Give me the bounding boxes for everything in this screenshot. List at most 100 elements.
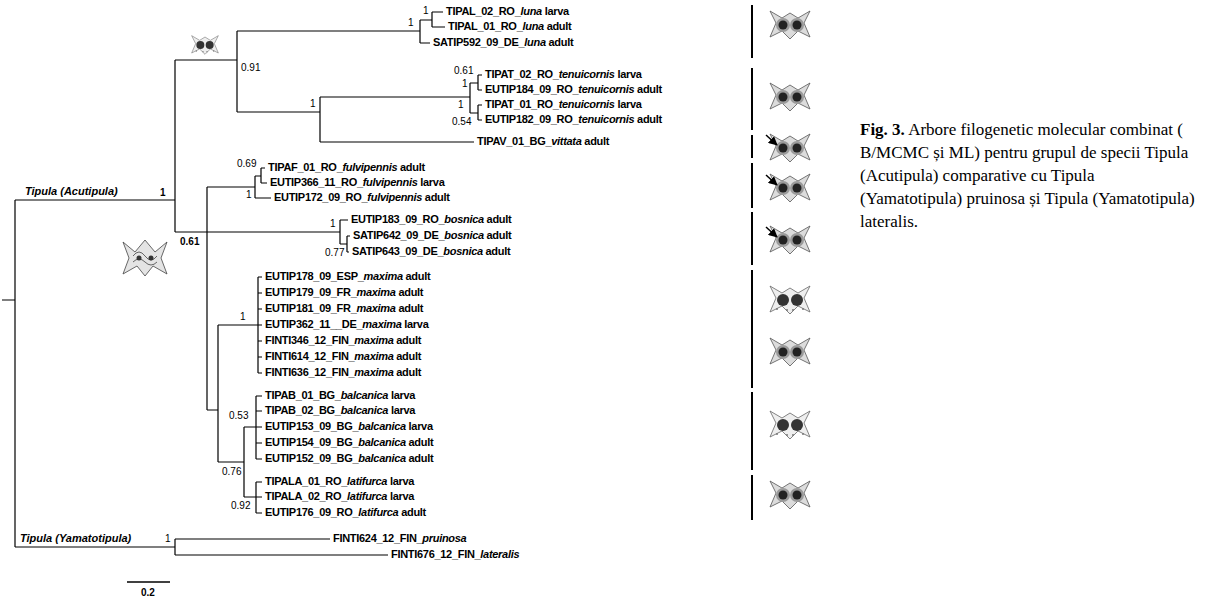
taxon-label: TIPAT_02_RO_tenuicornis larva (485, 68, 642, 81)
label-part: balcanica (358, 452, 405, 464)
tree-graphic (770, 174, 810, 202)
label-part: maxima (354, 350, 393, 362)
label-part: fulvipennis (342, 161, 397, 173)
support-value: 1 (310, 98, 316, 110)
label-part: maxima (357, 286, 396, 298)
label-part: TIPAT_01_RO_ (485, 98, 559, 110)
label-part: larva (542, 5, 569, 17)
label-part: latifurca (347, 490, 387, 502)
label-part: larva (387, 475, 414, 487)
support-value: 1 (462, 78, 468, 90)
tree-graphic (770, 338, 810, 366)
clade-name: Tipula (Yamatotipula) (20, 532, 131, 545)
taxon-label: EUTIP181_09_FR_maxima adult (265, 302, 423, 315)
taxon-label: SATIP643_09_DE_bosnica adult (352, 245, 510, 258)
tree-graphic (770, 11, 810, 39)
tree-graphic (133, 259, 157, 265)
label-part: adult (396, 286, 424, 298)
label-part: adult (484, 213, 512, 225)
scale-value: 0.2 (141, 587, 155, 599)
support-value: 1 (246, 189, 252, 201)
taxon-label: FINTI636_12_FIN_maxima adult (265, 366, 421, 379)
label-part: bosnica (443, 245, 482, 257)
taxon-label: EUTIP152_09_BG_balcanica adult (265, 452, 433, 465)
taxon-label: FINTI614_12_FIN_maxima adult (265, 350, 421, 363)
taxon-label: TIPAB_02_BG_balcanica larva (265, 404, 415, 417)
label-part: EUTIP176_09_RO_ (265, 506, 358, 518)
label-part: adult (484, 229, 512, 241)
label-part: adult (397, 161, 425, 173)
label-part: TIPAL_02_RO_ (446, 5, 520, 17)
label-part: adult (394, 334, 422, 346)
label-part: adult (634, 83, 662, 95)
taxon-label: EUTIP366_11_RO_fulvipennis larva (270, 176, 444, 189)
support-value: 0.91 (241, 62, 260, 74)
label-part: tenuicornis (578, 83, 634, 95)
taxon-label: FINTI346_12_FIN_maxima adult (265, 334, 421, 347)
label-part: SATIP642_09_DE_ (353, 229, 444, 241)
label-part: adult (394, 366, 422, 378)
tree-graphic (2, 12, 482, 555)
label-part: maxima (364, 270, 403, 282)
taxon-label: TIPAL_02_RO_luna larva (446, 5, 569, 18)
label-part: tenuicornis (559, 98, 615, 110)
support-value: 0.69 (237, 158, 256, 170)
tree-graphic (123, 240, 167, 276)
taxon-label: SATIP642_09_DE_bosnica adult (353, 229, 511, 242)
label-part: maxima (354, 366, 393, 378)
label-part: maxima (362, 318, 401, 330)
support-value: 1 (240, 311, 246, 323)
label-part: FINTI624_12_FIN_ (333, 532, 422, 544)
taxon-label: TIPAL_01_RO_luna adult (448, 20, 571, 33)
label-part: EUTIP183_09_RO_ (351, 213, 444, 225)
caption-body: Arbore filogenetic molecular combinat ( … (860, 120, 1195, 231)
tree-graphic (766, 175, 777, 185)
label-part: TIPAB_02_BG_ (265, 404, 341, 416)
taxon-label: EUTIP178_09_ESP_maxima adult (265, 270, 430, 283)
support-value: 0.76 (222, 466, 241, 478)
label-part: TIPAB_01_BG_ (265, 389, 341, 401)
label-part: TIPAL_01_RO_ (448, 20, 522, 32)
label-part: adult (634, 113, 662, 125)
label-part: FINTI614_12_FIN_ (265, 350, 354, 362)
label-part: bosnica (444, 229, 483, 241)
tree-graphic (127, 581, 170, 583)
label-part: larva (418, 176, 445, 188)
taxon-label: TIPALA_01_RO_latifurca larva (265, 475, 414, 488)
label-part: EUTIP362_11__DE_ (265, 318, 362, 330)
label-part: tenuicornis (559, 68, 615, 80)
support-value: 0.61 (180, 236, 199, 248)
tree-graphic (149, 256, 154, 261)
taxon-label: EUTIP179_09_FR_maxima adult (265, 286, 423, 299)
taxon-label: EUTIP176_09_RO_latifurca adult (265, 506, 426, 519)
taxon-label: EUTIP153_09_BG_balcanica larva (265, 420, 433, 433)
support-value: 1 (408, 17, 414, 29)
label-part: larva (387, 490, 414, 502)
label-part: EUTIP179_09_FR_ (265, 286, 357, 298)
label-part: maxima (357, 302, 396, 314)
label-part: SATIP643_09_DE_ (352, 245, 443, 257)
support-value: 1 (423, 5, 429, 17)
label-part: EUTIP154_09_BG_ (265, 436, 358, 448)
label-part: adult (546, 36, 574, 48)
label-part: FINTI346_12_FIN_ (265, 334, 354, 346)
label-part: SATIP592_09_DE_ (433, 36, 524, 48)
label-part: latifurca (347, 475, 387, 487)
label-part: luna (520, 5, 541, 17)
label-part: EUTIP366_11_RO_ (270, 176, 363, 188)
taxon-label: FINTI624_12_FIN_pruinosa (333, 532, 466, 545)
label-part: EUTIP181_09_FR_ (265, 302, 357, 314)
tree-graphic (770, 134, 810, 162)
label-part: TIPAF_01_RO_ (268, 161, 342, 173)
support-value: 1 (458, 99, 464, 111)
label-part: pruinosa (422, 532, 466, 544)
clade-name: Tipula (Acutipula) (25, 185, 118, 198)
label-part: vittata (551, 135, 581, 147)
label-part: maxima (354, 334, 393, 346)
label-part: luna (522, 20, 543, 32)
taxon-label: EUTIP182_09_RO_tenuicornis adult (485, 113, 662, 126)
label-part: adult (403, 270, 431, 282)
label-part: balcanica (358, 420, 405, 432)
label-part: adult (406, 452, 434, 464)
label-part: luna (524, 36, 545, 48)
